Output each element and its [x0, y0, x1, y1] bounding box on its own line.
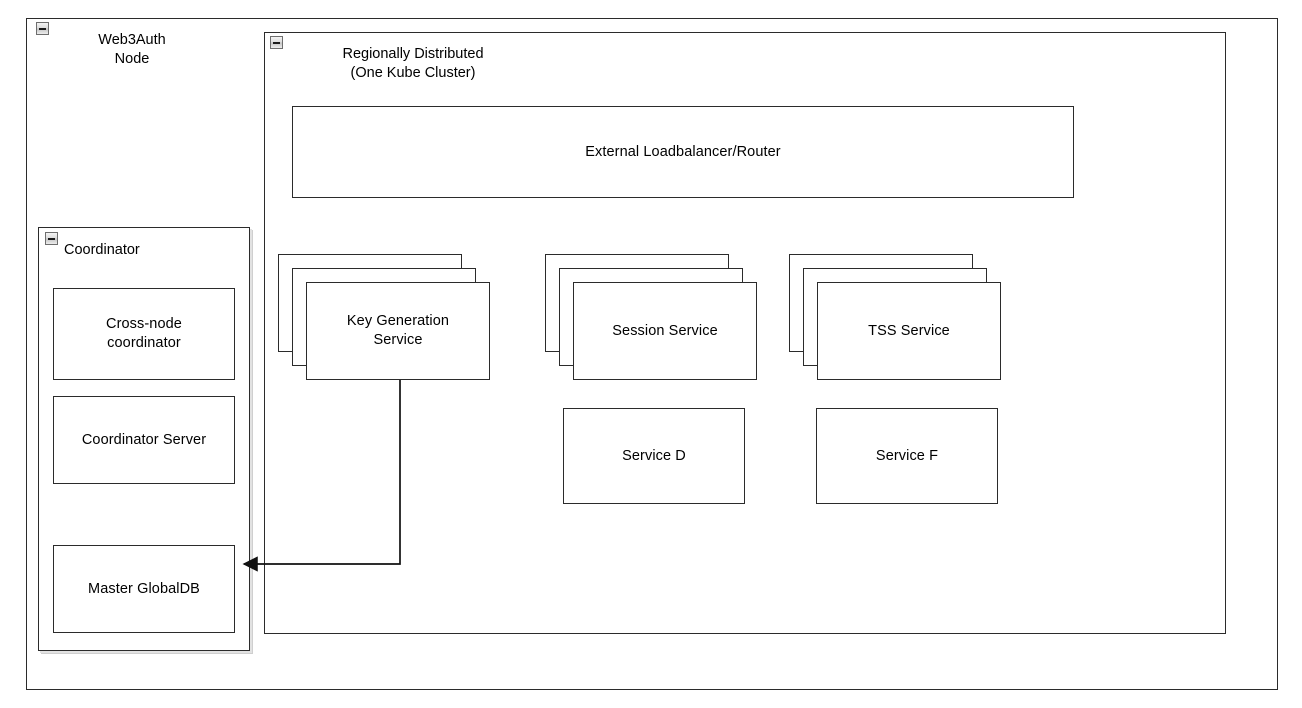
external-loadbalancer-router-label: External Loadbalancer/Router — [585, 143, 781, 160]
service-f-label: Service F — [875, 447, 939, 464]
key-generation-service-stack[interactable]: Key Generation Service — [278, 254, 490, 380]
session-service-label: Session Service — [612, 322, 718, 339]
kube-cluster-collapse-icon[interactable] — [270, 36, 283, 49]
key-generation-service-label: Key Generation Service — [346, 313, 450, 348]
coordinator-title: Coordinator — [64, 242, 140, 258]
tss-service-stack[interactable]: TSS Service — [789, 254, 1001, 380]
key-generation-service-replica-front[interactable]: Key Generation Service — [306, 282, 490, 380]
service-d-box[interactable]: Service D — [563, 408, 745, 504]
coordinator-server-box[interactable]: Coordinator Server — [53, 396, 235, 484]
session-service-replica-front[interactable]: Session Service — [573, 282, 757, 380]
cross-node-coordinator-box[interactable]: Cross-node coordinator — [53, 288, 235, 380]
coordinator-collapse-icon[interactable] — [45, 232, 58, 245]
service-d-label: Service D — [622, 447, 686, 464]
cross-node-coordinator-label: Cross-node coordinator — [106, 316, 182, 351]
master-globaldb-label: Master GlobalDB — [88, 580, 200, 597]
kube-cluster-title: Regionally Distributed (One Kube Cluster… — [342, 46, 484, 81]
master-globaldb-box[interactable]: Master GlobalDB — [53, 545, 235, 633]
session-service-stack[interactable]: Session Service — [545, 254, 757, 380]
tss-service-label: TSS Service — [868, 322, 950, 339]
web3auth-node-title: Web3Auth Node — [98, 32, 166, 67]
coordinator-server-label: Coordinator Server — [81, 431, 207, 448]
service-f-box[interactable]: Service F — [816, 408, 998, 504]
external-loadbalancer-router[interactable]: External Loadbalancer/Router — [292, 106, 1074, 198]
web3auth-node-collapse-icon[interactable] — [36, 22, 49, 35]
tss-service-replica-front[interactable]: TSS Service — [817, 282, 1001, 380]
